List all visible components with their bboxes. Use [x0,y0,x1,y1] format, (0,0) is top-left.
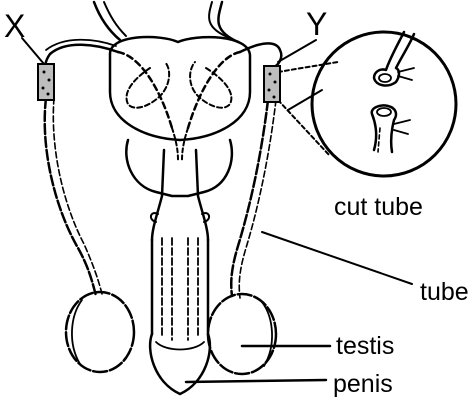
penis-inner-lines [162,238,198,340]
urethra-right [196,150,208,240]
lower-cut-ties [394,120,410,134]
prostate [126,140,232,196]
y-pointer-line [278,40,316,62]
left-tube-lower-inner [53,98,102,294]
ejaculatory-duct [172,128,188,160]
lower-cut-tube-end [372,105,396,152]
upper-cut-ties [398,68,414,80]
right-tube-lower-inner [239,100,276,298]
upper-cut-tube-end [374,32,414,85]
label-y: Y [306,8,327,40]
x-tube-segment [38,64,54,100]
glans-rim [156,342,204,350]
right-ureter [218,2,238,42]
left-epididymis [72,300,82,364]
label-testis: testis [336,334,394,359]
lower-cut-lumen [377,108,391,116]
right-seminal-vesicle [190,62,231,108]
left-ureter-inner [104,2,126,36]
upper-cut-lumen [379,74,391,82]
bulbourethral-glands [151,213,209,222]
left-tube-lower [45,98,96,296]
right-tube-lower [231,100,268,296]
tube-pointer-line [262,232,412,284]
right-vas-behind-bladder [188,52,240,128]
penis-pointer-line [186,380,326,382]
bladder [110,37,250,140]
penis-shaft [152,240,208,334]
urethra-left [152,150,164,240]
left-testis [66,292,134,372]
y-tube-segment [264,66,280,102]
glans [150,334,210,394]
left-seminal-vesicle [127,62,170,108]
magnified-cut-tube-circle [312,32,456,176]
cut-tube-pointer [288,90,322,110]
lower-cut-dashes [378,128,380,152]
label-x: X [4,10,25,42]
label-tube: tube [420,280,469,305]
left-tube-upper [45,45,118,78]
label-penis: penis [333,372,393,397]
label-cut-tube: cut tube [334,195,423,220]
magnifier-connector [278,62,338,156]
